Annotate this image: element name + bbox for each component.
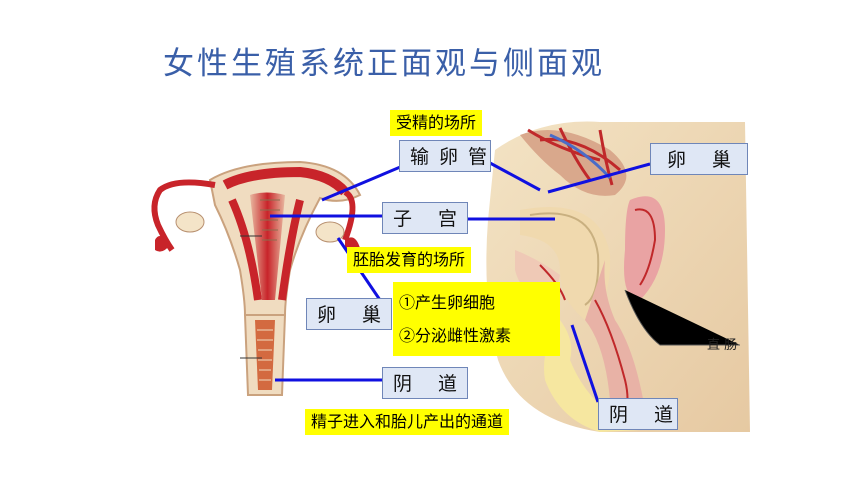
- pointer-vagina-side: [570, 324, 600, 403]
- note-fertilization: 受精的场所: [390, 110, 483, 136]
- note-vagina-function: 精子进入和胎儿产出的通道: [305, 409, 510, 435]
- label-uterus: 子 宫: [382, 202, 468, 234]
- pointer-fallopian-front: [321, 163, 406, 202]
- pointer-fallopian-side: [489, 161, 541, 192]
- label-rectum: 直 肠: [707, 338, 738, 353]
- label-vagina-front: 阴 道: [382, 367, 468, 399]
- pointer-ovary-side: [547, 162, 651, 194]
- label-vagina-side: 阴 道: [598, 398, 678, 430]
- page-title: 女性生殖系统正面观与侧面观: [163, 46, 605, 82]
- ovary-function-1: ①产生卵细胞: [399, 293, 496, 312]
- label-fallopian-tube: 输卵管: [399, 140, 491, 172]
- ovary-function-2: ②分泌雌性激素: [399, 326, 512, 345]
- note-ovary-functions: ①产生卵细胞 ②分泌雌性激素: [393, 282, 560, 356]
- label-ovary-side: 卵 巢: [650, 143, 748, 175]
- note-embryo-development: 胚胎发育的场所: [347, 247, 472, 273]
- label-ovary-front: 卵 巢: [306, 298, 392, 330]
- front-view-illustration: [151, 160, 362, 396]
